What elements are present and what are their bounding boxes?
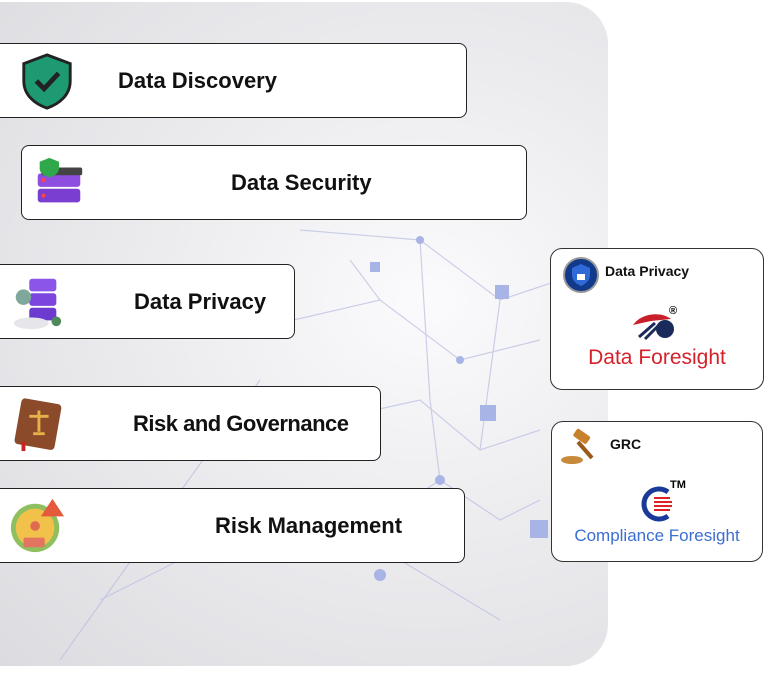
service-label: Data Discovery	[118, 67, 277, 93]
data-foresight-logo	[633, 314, 674, 341]
server-shield-icon	[37, 157, 83, 203]
service-label: Data Privacy	[134, 288, 267, 314]
registered-mark: ®	[669, 305, 678, 317]
shield-check-icon	[22, 53, 72, 110]
service-label: Risk Management	[215, 512, 403, 538]
product-category: Data Privacy	[605, 263, 690, 279]
compliance-foresight-logo	[641, 486, 672, 522]
service-card-data-discovery[interactable]: Data Discovery	[0, 43, 467, 118]
privacy-lock-shield-icon	[563, 257, 599, 293]
gavel-icon	[561, 428, 594, 464]
product-card-compliance-foresight[interactable]: GRC TM Compliance Foresight	[551, 421, 763, 562]
law-book-icon	[14, 398, 62, 452]
server-cloud-gear-icon	[13, 278, 62, 330]
service-label: Risk and Governance	[133, 410, 349, 436]
service-card-risk-and-governance[interactable]: Risk and Governance	[0, 386, 381, 461]
risk-gauge-icon	[10, 498, 65, 553]
product-name: Data Foresight	[588, 346, 726, 369]
service-card-data-security[interactable]: Data Security	[21, 145, 527, 220]
service-card-data-privacy[interactable]: Data Privacy	[0, 264, 295, 339]
service-label: Data Security	[231, 169, 372, 195]
product-name: Compliance Foresight	[574, 526, 740, 545]
service-card-risk-management[interactable]: Risk Management	[0, 488, 465, 563]
product-category: GRC	[610, 436, 642, 452]
product-card-data-foresight[interactable]: Data Privacy ® Data Foresight	[550, 248, 764, 390]
trademark-mark: TM	[670, 479, 686, 491]
